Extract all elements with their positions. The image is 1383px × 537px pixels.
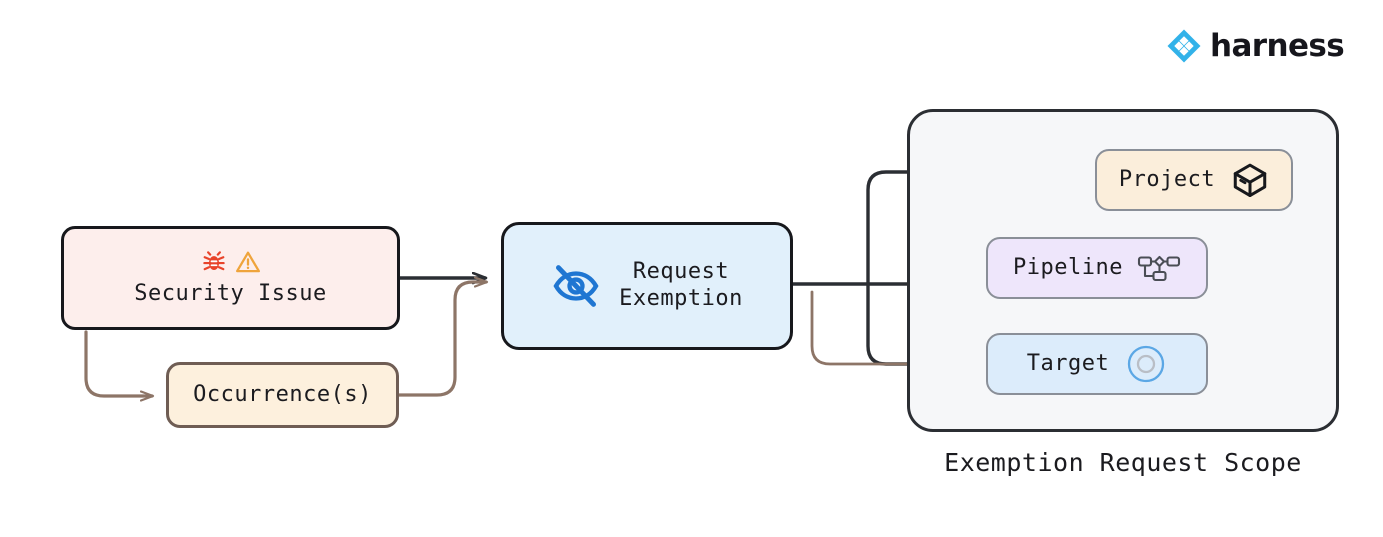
node-security-issue[interactable]: Security Issue: [61, 226, 400, 330]
target-label: Target: [1026, 350, 1110, 376]
target-circle-icon: [1125, 343, 1167, 385]
security-issue-icons: [201, 249, 261, 275]
node-project[interactable]: Project: [1095, 149, 1293, 211]
security-issue-label: Security Issue: [134, 280, 327, 306]
eye-off-icon: [551, 261, 601, 311]
edge-occurrences-to-request: [397, 282, 486, 397]
project-label: Project: [1118, 166, 1216, 192]
bug-icon: [201, 249, 227, 275]
edge-request-to-project: [866, 172, 1079, 286]
harness-brand: harness: [1166, 27, 1345, 64]
node-request-exemption[interactable]: Request Exemption: [501, 222, 793, 350]
occurrences-label: Occurrence(s): [193, 381, 372, 407]
pipeline-nodes-icon: [1137, 251, 1181, 285]
scope-group-caption: Exemption Request Scope: [944, 448, 1302, 477]
node-occurrences[interactable]: Occurrence(s): [166, 362, 399, 428]
pipeline-label: Pipeline: [1013, 254, 1123, 280]
harness-diamond-logo-icon: [1166, 28, 1202, 64]
edge-security-to-occurrences: [84, 330, 152, 396]
edge-occurrences-to-target: [810, 290, 962, 364]
request-exemption-label: Request Exemption: [619, 259, 743, 311]
cube-icon: [1231, 161, 1269, 199]
node-target[interactable]: Target: [986, 333, 1208, 395]
warning-triangle-icon: [235, 249, 261, 275]
node-pipeline[interactable]: Pipeline: [986, 237, 1208, 299]
harness-brand-text: harness: [1210, 27, 1345, 64]
